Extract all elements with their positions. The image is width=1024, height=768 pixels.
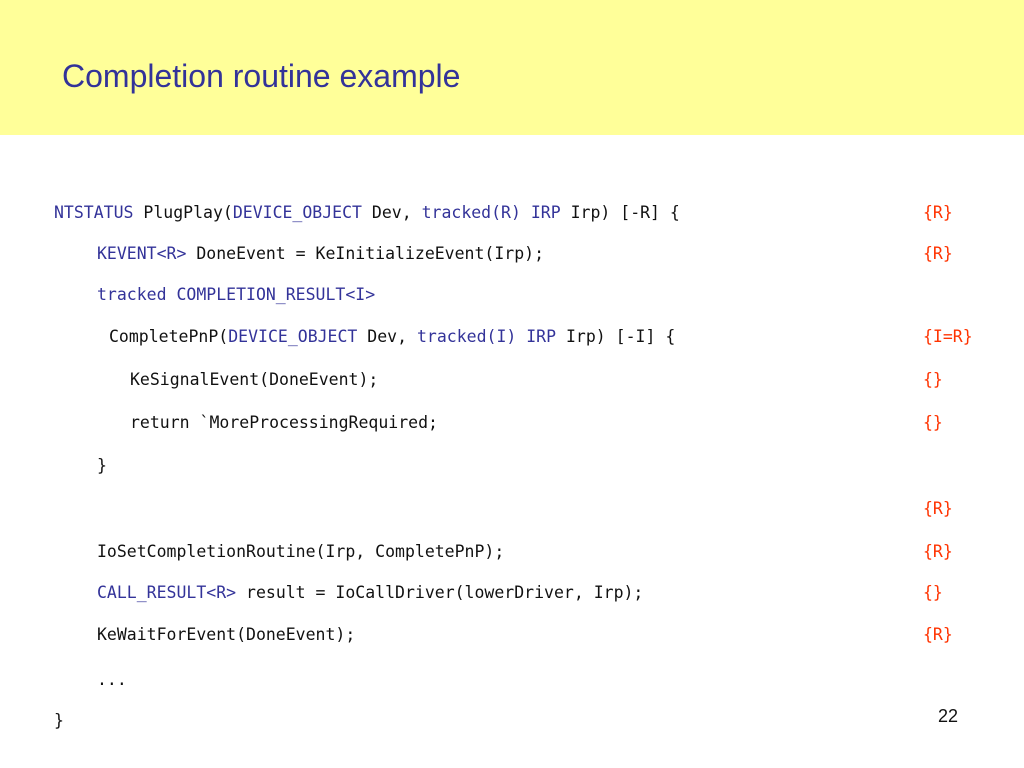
annotation-9: {R} (923, 542, 953, 561)
annotation-4: {I=R} (923, 327, 973, 346)
code-text: CompletePnP( (109, 327, 229, 346)
code-text: return `MoreProcessingRequired; (130, 413, 438, 432)
code-line-11: KeWaitForEvent(DoneEvent); (97, 623, 355, 647)
code-text: ... (97, 670, 127, 689)
code-text: PlugPlay( (133, 203, 233, 222)
code-keyword: CALL_RESULT<R> (97, 583, 237, 602)
code-line-1: NTSTATUS PlugPlay(DEVICE_OBJECT Dev, tra… (54, 201, 680, 225)
code-text: KeSignalEvent(DoneEvent); (130, 370, 379, 389)
code-text: Dev, (361, 203, 422, 222)
code-keyword: DEVICE_OBJECT (232, 203, 362, 222)
page-number: 22 (938, 706, 959, 726)
code-keyword: KEVENT<R> (97, 244, 187, 263)
slide-title: Completion routine example (62, 58, 461, 94)
code-text: result = IoCallDriver(lowerDriver, Irp); (236, 583, 644, 602)
code-keyword: tracked COMPLETION_RESULT<I> (97, 285, 376, 304)
code-text: KeWaitForEvent(DoneEvent); (97, 625, 356, 644)
annotation-10: {} (923, 583, 943, 602)
code-line-7: } (97, 454, 107, 478)
code-line-3: tracked COMPLETION_RESULT<I> (97, 283, 375, 307)
code-keyword: DEVICE_OBJECT (228, 327, 358, 346)
annotation-2: {R} (923, 244, 953, 263)
code-keyword: NTSTATUS (54, 203, 134, 222)
code-line-6: return `MoreProcessingRequired; (130, 411, 438, 435)
code-text: IoSetCompletionRoutine(Irp, CompletePnP)… (97, 542, 505, 561)
code-line-4: CompletePnP(DEVICE_OBJECT Dev, tracked(I… (109, 325, 675, 349)
code-line-13: } (54, 709, 64, 733)
annotation-11: {R} (923, 625, 953, 644)
annotation-6: {} (923, 413, 943, 432)
code-keyword: tracked(I) IRP (416, 327, 557, 346)
title-band (0, 0, 1024, 135)
annotation-5: {} (923, 370, 943, 389)
code-line-2: KEVENT<R> DoneEvent = KeInitializeEvent(… (97, 242, 544, 266)
code-text: } (54, 711, 64, 730)
annotation-8: {R} (923, 499, 953, 518)
code-text: Dev, (357, 327, 417, 346)
code-text: DoneEvent = KeInitializeEvent(Irp); (186, 244, 545, 263)
code-text: Irp) [-R] { (560, 203, 680, 222)
code-line-12: ... (97, 668, 127, 692)
code-line-10: CALL_RESULT<R> result = IoCallDriver(low… (97, 581, 643, 605)
code-text: Irp) [-I] { (556, 327, 676, 346)
annotation-1: {R} (923, 203, 953, 222)
code-keyword: tracked(R) IRP (421, 203, 561, 222)
code-text: } (97, 456, 107, 475)
code-line-5: KeSignalEvent(DoneEvent); (130, 368, 378, 392)
code-line-9: IoSetCompletionRoutine(Irp, CompletePnP)… (97, 540, 504, 564)
